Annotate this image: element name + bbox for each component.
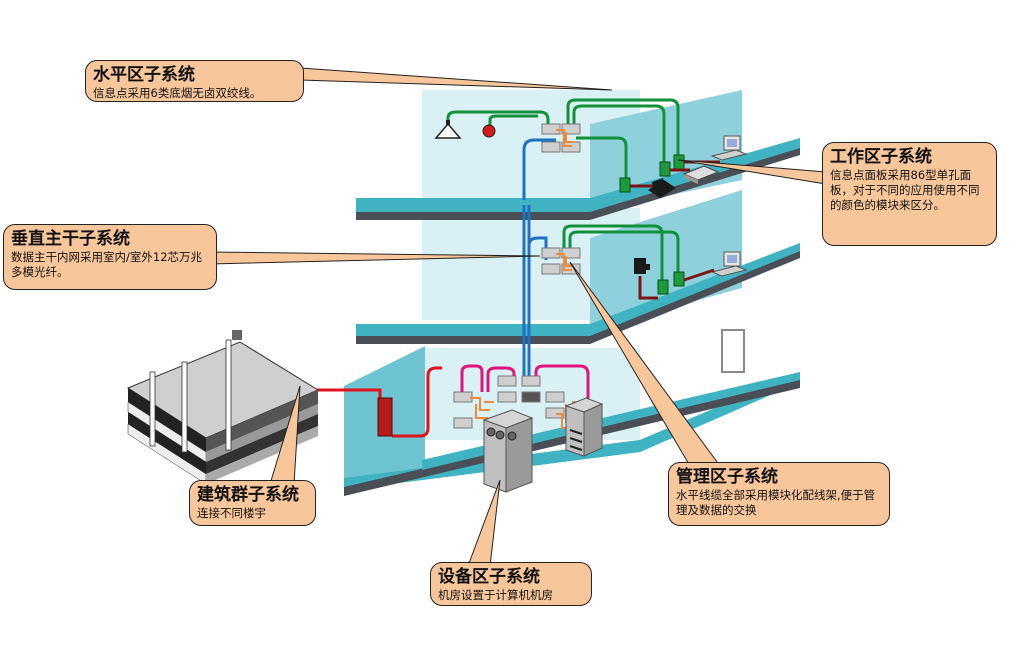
callout-description: 机房设置于计算机机房 xyxy=(438,588,553,602)
floor-2 xyxy=(356,190,800,344)
callout-description: 信息点采用6类底烟无卤双绞线。 xyxy=(93,86,262,100)
floor-3-back-wall xyxy=(422,90,640,200)
backbone-cable xyxy=(522,138,556,378)
telephone-icon xyxy=(634,258,650,274)
computer-icon xyxy=(710,251,748,277)
callout-description: 连接不同楼宇 xyxy=(197,506,266,520)
callout-equipment-subsystem: 设备区子系统 机房设置于计算机机房 xyxy=(430,562,592,606)
callout-description: 信息点面板采用86型单孔面板，对于不同的应用使用不同的颜色的模块来区分。 xyxy=(830,168,980,212)
callout-title: 水平区子系统 xyxy=(93,65,195,85)
callout-horizontal-subsystem: 水平区子系统 信息点采用6类底烟无卤双绞线。 xyxy=(85,60,304,102)
server-icon xyxy=(482,409,534,493)
floor-2-back-wall xyxy=(422,208,640,320)
callout-title: 管理区子系统 xyxy=(676,467,778,487)
server-icon xyxy=(564,397,604,457)
campus-cable xyxy=(292,366,442,438)
callout-description: 数据主干内网采用室内/室外12芯万兆多模光纤。 xyxy=(11,250,203,279)
callout-vertical-backbone-subsystem: 垂直主干子系统 数据主干内网采用室内/室外12芯万兆多模光纤。 xyxy=(3,224,217,290)
patch-panel-icon xyxy=(541,247,581,275)
ceiling-speaker-icon xyxy=(434,120,462,139)
patch-panel-icon xyxy=(541,123,581,153)
computer-icon xyxy=(710,135,748,161)
callout-pointers xyxy=(209,67,827,567)
door-icon xyxy=(721,329,745,373)
horizontal-cable xyxy=(446,98,680,288)
callout-title: 建筑群子系统 xyxy=(197,485,299,505)
fax-icon xyxy=(682,165,720,184)
callout-building-group-subsystem: 建筑群子系统 连接不同楼宇 xyxy=(189,480,316,526)
callout-title: 设备区子系统 xyxy=(438,567,540,587)
callout-work-area-subsystem: 工作区子系统 信息点面板采用86型单孔面板，对于不同的应用使用不同的颜色的模块来… xyxy=(822,142,997,246)
callout-management-subsystem: 管理区子系统 水平线缆全部采用模块化配线架,便于管理及数据的交换 xyxy=(668,462,890,526)
patch-cable xyxy=(460,364,590,400)
callout-description: 水平线缆全部采用模块化配线架,便于管理及数据的交换 xyxy=(676,488,876,517)
callout-title: 垂直主干子系统 xyxy=(11,229,130,249)
callout-title: 工作区子系统 xyxy=(830,147,932,167)
telephone-icon xyxy=(648,178,676,198)
patch-panel-icon xyxy=(453,375,584,429)
alarm-bell-icon xyxy=(482,124,496,138)
